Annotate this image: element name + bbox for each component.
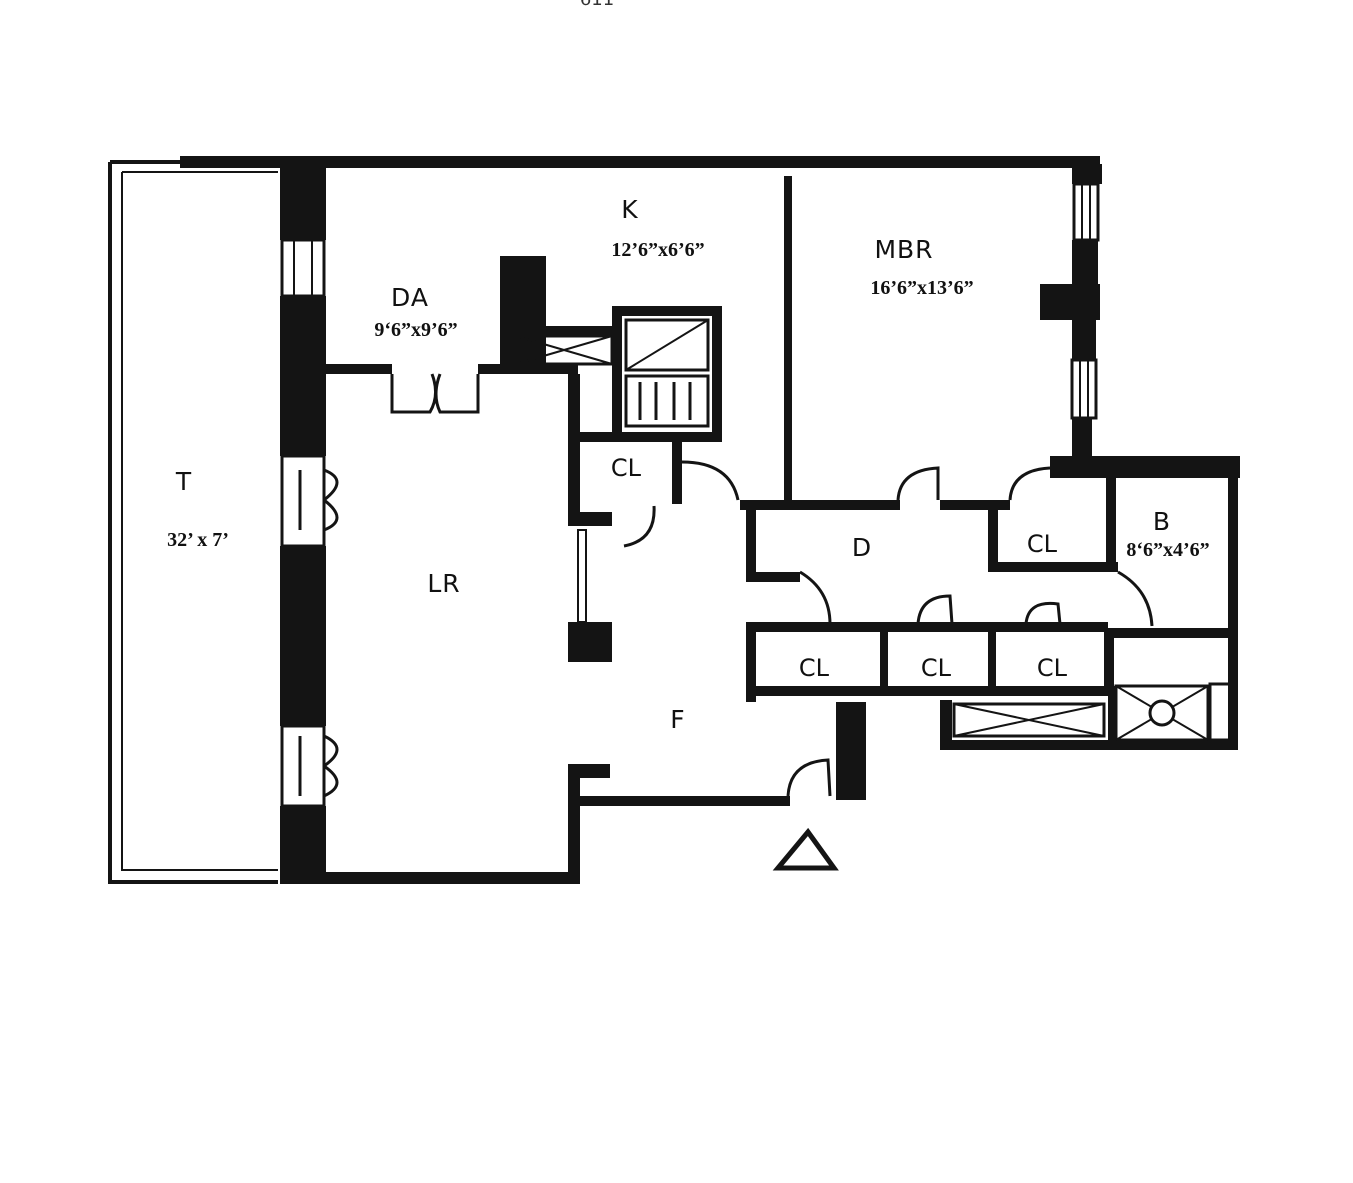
hall-closet-2-label: CL bbox=[921, 654, 952, 682]
walls bbox=[180, 156, 1240, 884]
terrace-outline bbox=[108, 160, 278, 884]
living-room-label: LR bbox=[427, 569, 460, 598]
windows bbox=[280, 182, 1234, 742]
da-double-door bbox=[390, 373, 480, 414]
dining-area-dimensions: 9‘6”x9’6” bbox=[374, 319, 457, 341]
page-number: 611 bbox=[580, 0, 614, 10]
bath-label: B bbox=[1153, 507, 1171, 536]
hall-closet-3-label: CL bbox=[1037, 654, 1068, 682]
terrace-dimensions: 32’ x 7’ bbox=[167, 529, 229, 551]
master-bedroom-label: MBR bbox=[874, 235, 933, 264]
kitchen-label: K bbox=[621, 195, 638, 224]
terrace-label: T bbox=[175, 467, 192, 496]
dressing-label: D bbox=[852, 533, 872, 562]
kitchen-appliances bbox=[514, 318, 710, 428]
bath-dimensions: 8‘6”x4’6” bbox=[1126, 539, 1209, 561]
kitchen-closet-label: CL bbox=[611, 454, 642, 482]
entry-triangle-icon bbox=[772, 827, 839, 871]
foyer-label: F bbox=[670, 705, 685, 734]
door-swings bbox=[623, 460, 1154, 797]
dining-area-label: DA bbox=[391, 283, 429, 312]
dressing-closet-label: CL bbox=[1027, 530, 1058, 558]
hall-closet-1-label: CL bbox=[799, 654, 830, 682]
master-bedroom-dimensions: 16’6”x13’6” bbox=[870, 277, 973, 299]
kitchen-dimensions: 12’6”x6’6” bbox=[611, 239, 704, 261]
bath-fixture bbox=[952, 684, 1210, 742]
terrace-doors bbox=[280, 454, 339, 808]
